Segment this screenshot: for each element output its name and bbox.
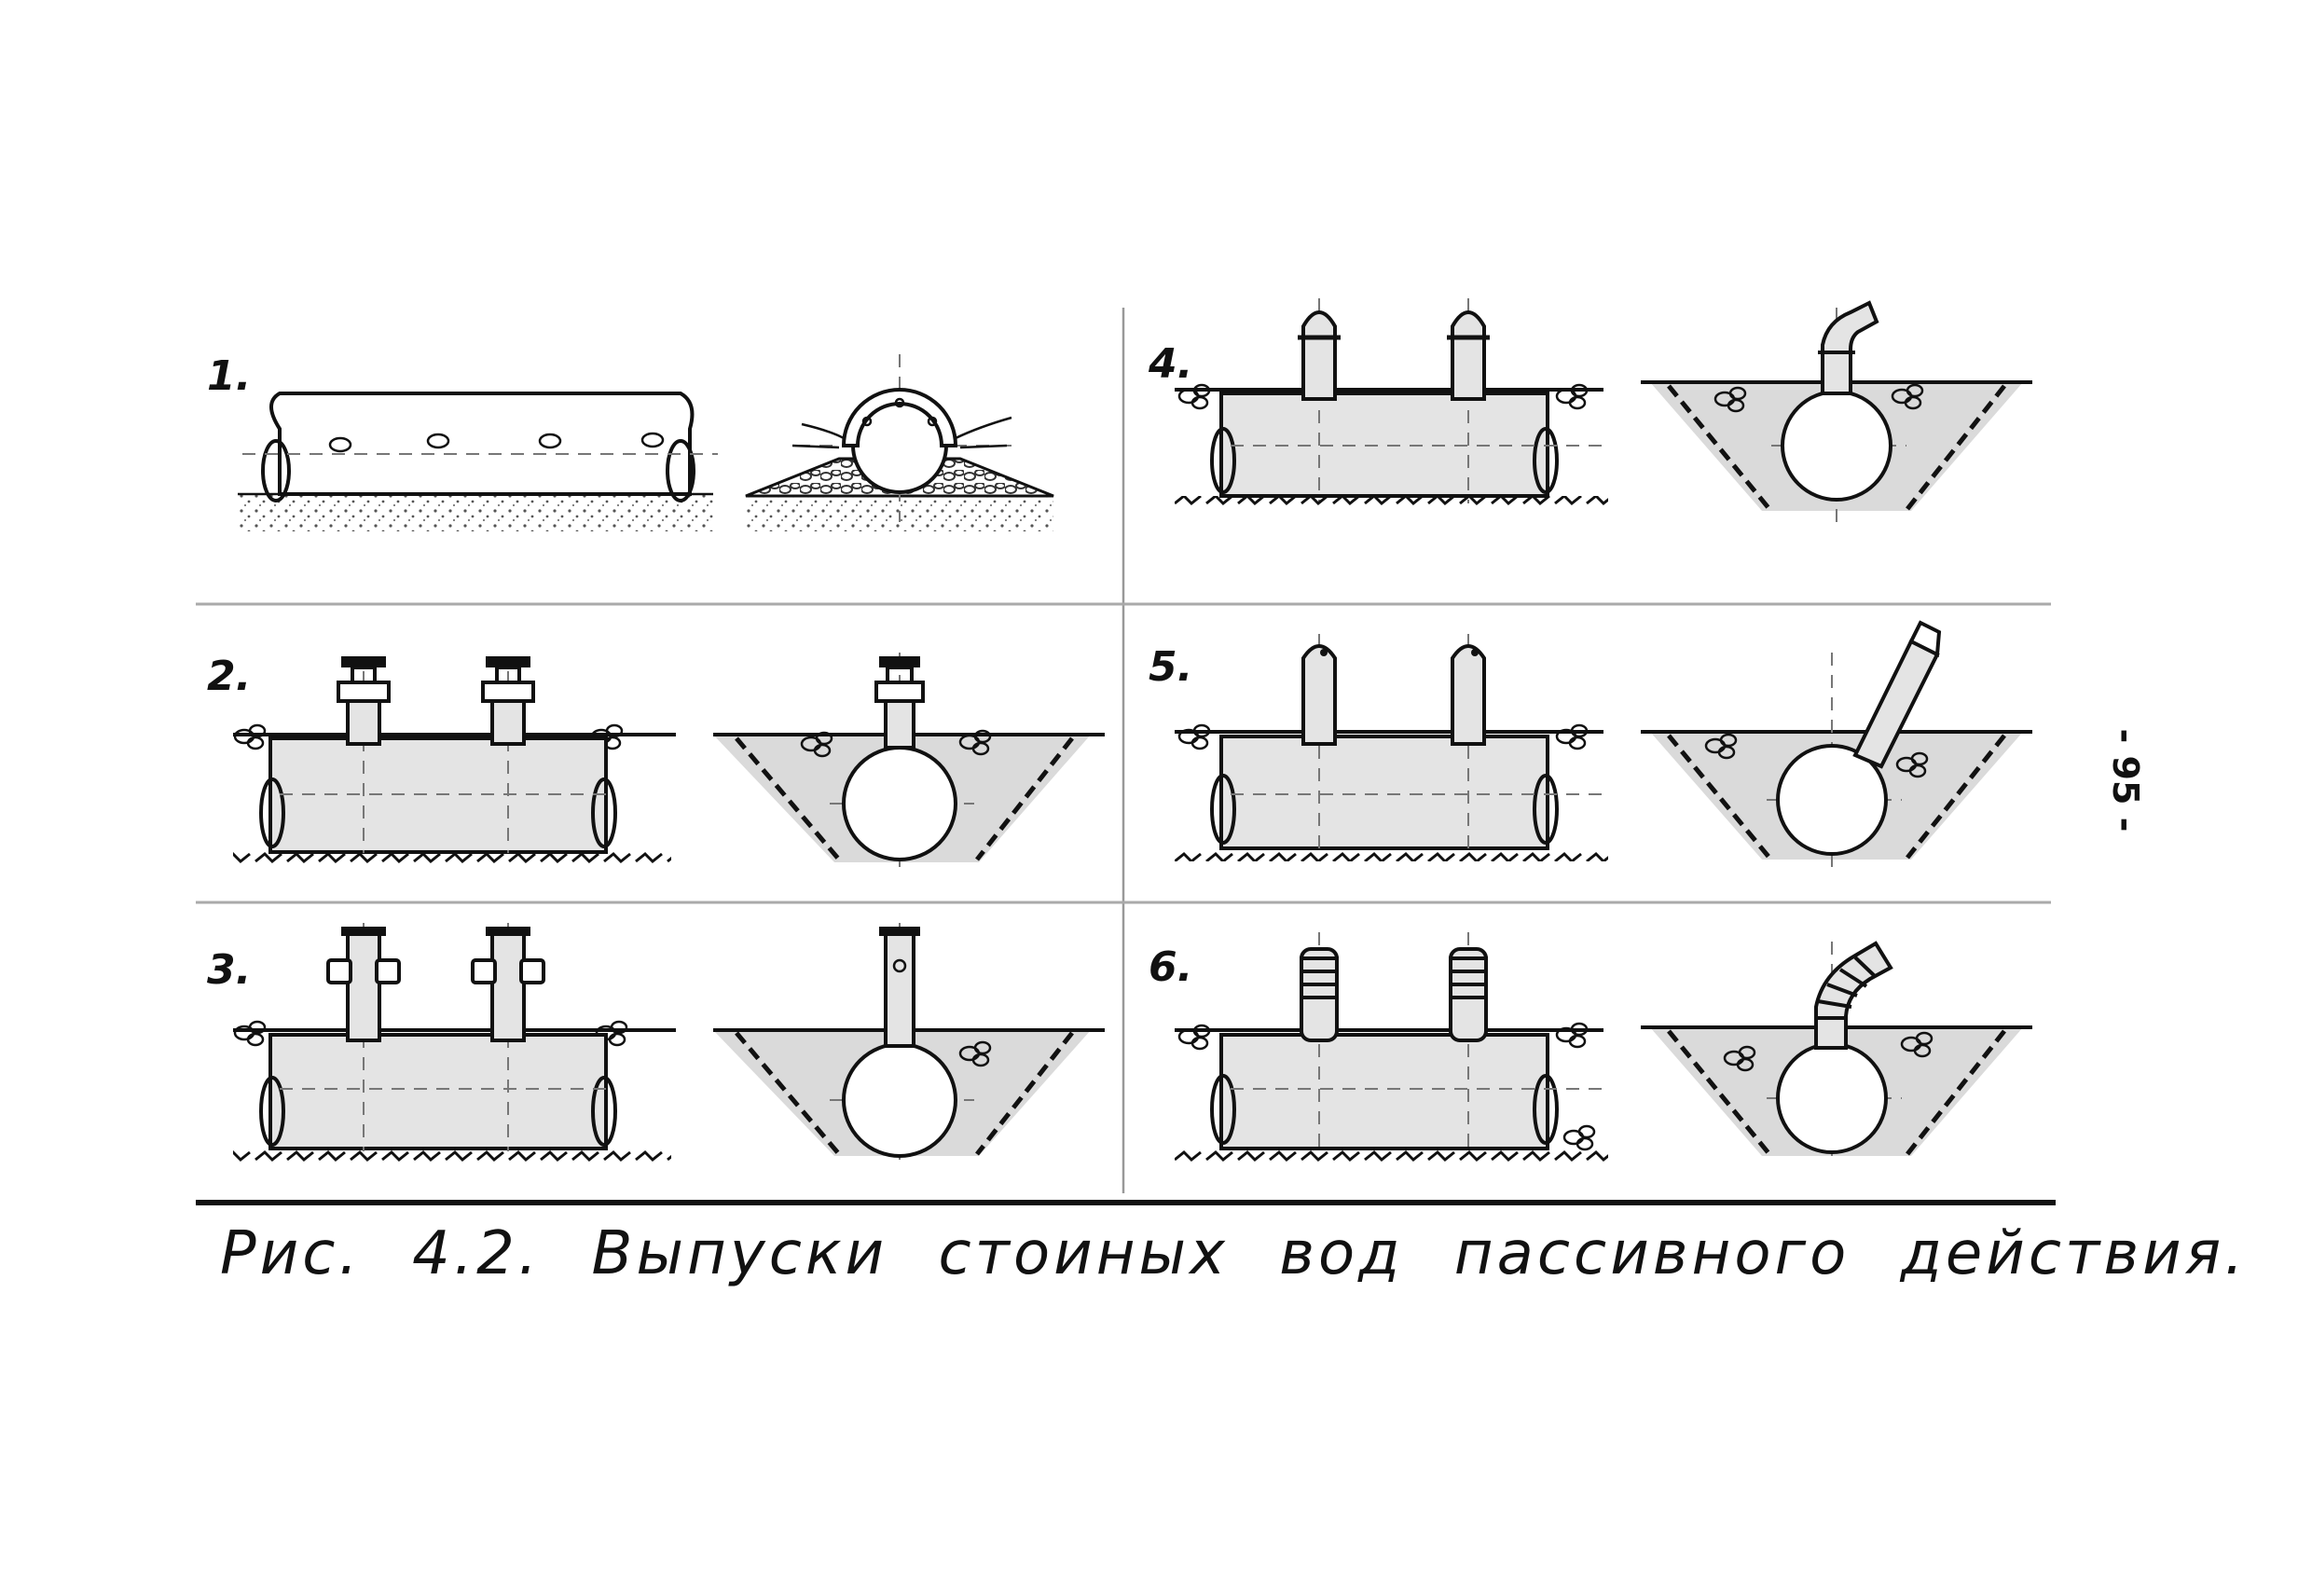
panel-2-cross-section bbox=[713, 653, 1105, 872]
panel-6-side-view bbox=[1175, 932, 1608, 1162]
page-number: - 95 - bbox=[2105, 728, 2146, 832]
panel-2-side-view bbox=[233, 656, 676, 863]
panel-number-3: 3. bbox=[207, 946, 251, 994]
panel-5-side-view bbox=[1175, 634, 1608, 861]
panel-6-cross-section bbox=[1641, 941, 2032, 1165]
panel-1-side-view bbox=[238, 392, 718, 531]
panel-4-side-view bbox=[1175, 298, 1608, 509]
panel-3-side-view bbox=[233, 923, 676, 1162]
panel-number-2: 2. bbox=[207, 653, 251, 700]
panel-number-1: 1. bbox=[207, 352, 251, 400]
panel-number-5: 5. bbox=[1149, 643, 1192, 691]
panel-5-cross-section bbox=[1641, 620, 2032, 872]
panel-3-cross-section bbox=[713, 923, 1105, 1165]
panel-number-6: 6. bbox=[1149, 943, 1192, 991]
figure-caption: Рис. 4.2. Выпуски стоиных вод пассивного… bbox=[220, 1219, 2248, 1288]
panel-1-cross-section bbox=[745, 354, 1054, 531]
panel-4-cross-section bbox=[1641, 300, 2032, 522]
panel-number-4: 4. bbox=[1148, 340, 1192, 388]
